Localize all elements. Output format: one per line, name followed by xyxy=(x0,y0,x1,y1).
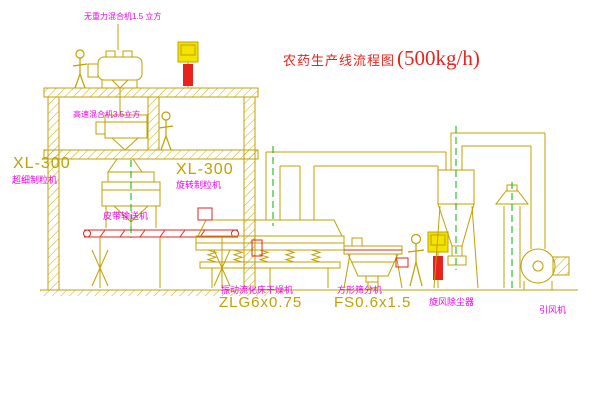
operator-figure-ground xyxy=(407,233,425,287)
label-fan: 引风机 xyxy=(539,305,567,315)
label-dryer-model: ZLG6x0.75 xyxy=(219,294,303,311)
operator-figure-top xyxy=(72,49,88,89)
fluid-bed-dryer xyxy=(195,207,345,288)
centerlines xyxy=(130,126,513,292)
square-sifter xyxy=(343,237,409,289)
operator-figure-mid xyxy=(158,111,174,151)
exhaust-stack xyxy=(494,184,530,288)
label-high-speed-mixer: 高速混合机3.5立方 xyxy=(73,110,141,119)
label-cyclone: 旋风除尘器 xyxy=(429,297,475,307)
label-granulator-model-left: XL-300 xyxy=(13,155,71,172)
label-granulator-name-mid: 旋转制粒机 xyxy=(176,180,222,190)
building-structure xyxy=(43,87,259,291)
ground-line xyxy=(40,289,578,296)
diagram-title-capacity: (500kg/h) xyxy=(397,46,480,70)
belt-conveyor xyxy=(83,229,239,288)
label-dryer-name: 振动流化床干燥机 xyxy=(221,285,294,295)
diagram-title: 农药生产线流程图 (500kg/h) xyxy=(283,46,480,71)
label-granulator-name-left: 超细制粒机 xyxy=(12,175,58,185)
high-speed-mixer xyxy=(95,114,148,173)
diagram-title-text: 农药生产线流程图 xyxy=(283,53,396,68)
label-gravity-mixer: 无重力混合机1.5 立方 xyxy=(84,12,162,21)
control-cabinet-upper xyxy=(177,41,199,88)
label-sifter-name: 方形筛分机 xyxy=(337,285,383,295)
exhaust-ducting xyxy=(265,132,546,249)
induced-draft-fan xyxy=(520,248,570,290)
control-cabinet-lower xyxy=(427,231,449,288)
gravity-mixer xyxy=(87,24,143,116)
label-belt-conveyor: 皮带输送机 xyxy=(103,211,149,221)
label-granulator-model-mid: XL-300 xyxy=(176,161,234,178)
label-sifter-model: FS0.6x1.5 xyxy=(334,294,412,311)
